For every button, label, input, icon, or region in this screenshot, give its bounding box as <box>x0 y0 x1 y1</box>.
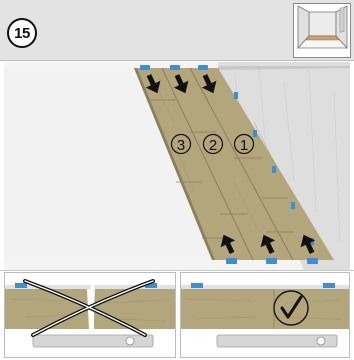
spacer-wedges <box>140 65 318 264</box>
check-mark-icon <box>273 290 309 326</box>
correct-example-panel <box>180 272 350 358</box>
incorrect-example-panel <box>4 272 176 358</box>
row-label-1: 1 <box>240 137 248 154</box>
installation-scene: 3 2 1 <box>4 62 350 270</box>
section-divider <box>0 270 354 271</box>
step-number-badge: 15 <box>7 18 37 48</box>
row-label-2: 2 <box>209 137 217 154</box>
row-labels: 3 2 1 <box>170 133 255 155</box>
header-bar: 15 <box>0 0 354 60</box>
arrow-icon <box>220 234 316 254</box>
cross-mark-icon <box>23 279 155 337</box>
room-overview-icon <box>293 3 351 58</box>
header-divider <box>0 60 354 61</box>
plank-rows <box>134 67 334 261</box>
row-label-3: 3 <box>177 137 185 154</box>
arrow-icon <box>145 74 217 94</box>
